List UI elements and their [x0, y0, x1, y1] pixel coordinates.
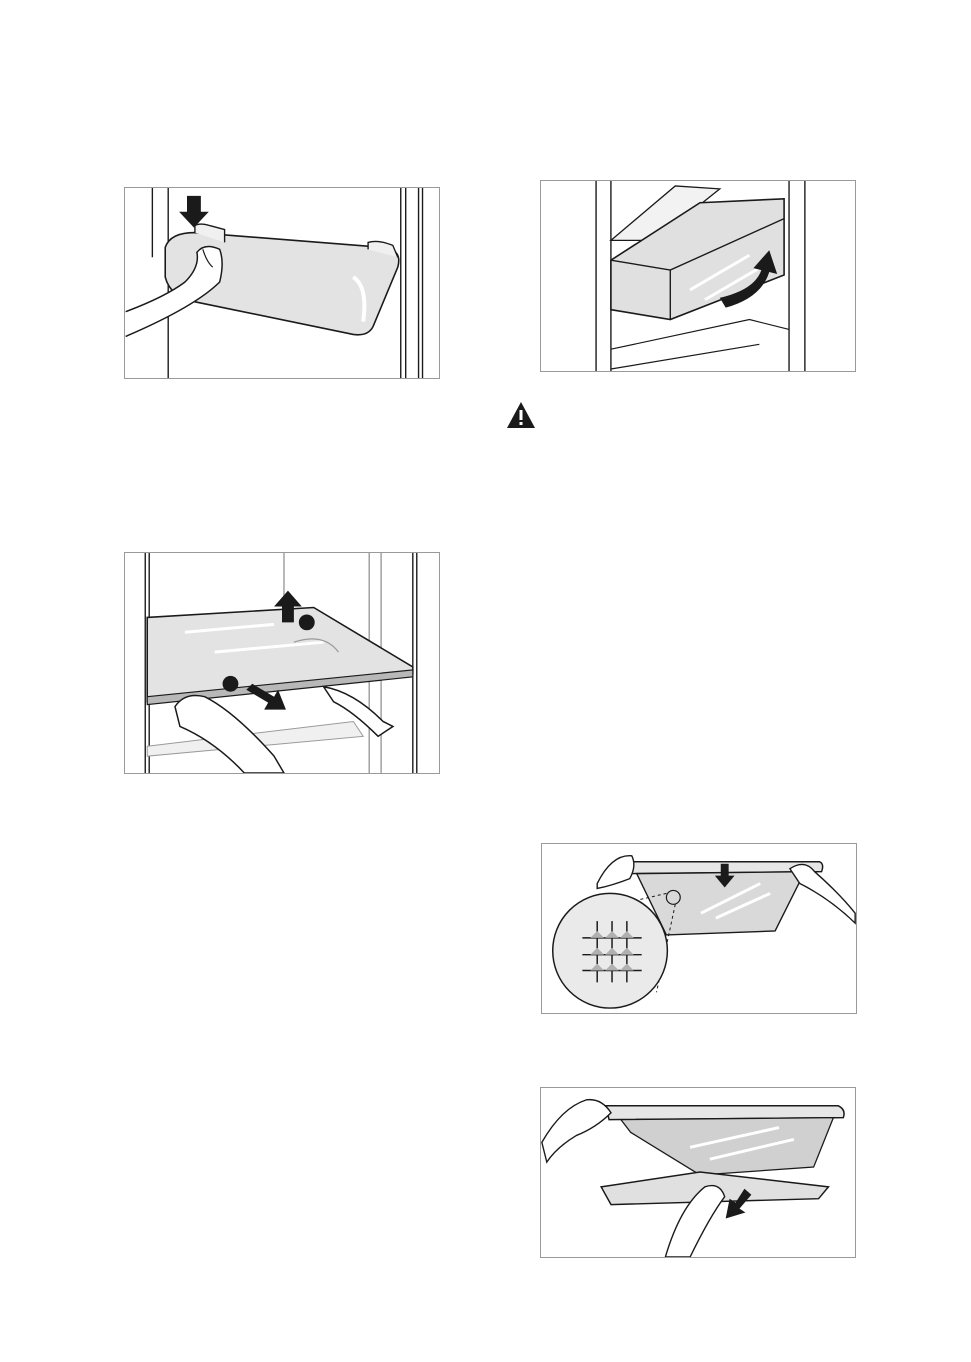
illustration-drawer-cover	[541, 843, 857, 1014]
illustration-glass-shelf	[124, 552, 440, 774]
illustration-crisper-drawer	[540, 180, 856, 372]
door-shelf-drawing	[125, 188, 439, 378]
drawer-drawing	[541, 181, 855, 371]
drawer-cover-drawing	[542, 844, 856, 1013]
illustration-door-shelf	[124, 187, 440, 379]
glass-shelf-drawing	[125, 553, 439, 773]
illustration-drawer-front	[540, 1087, 856, 1258]
warning-triangle-icon	[505, 400, 537, 430]
drawer-front-drawing	[541, 1088, 855, 1257]
